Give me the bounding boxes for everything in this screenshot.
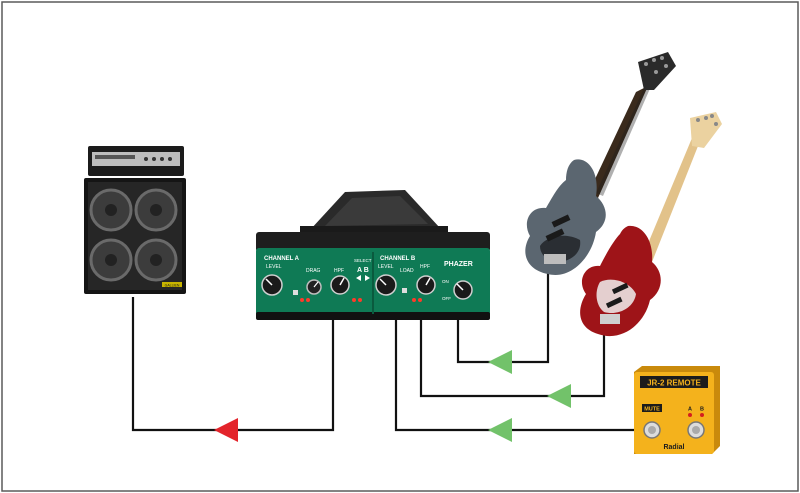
arrow-input-bass (488, 350, 512, 374)
led-a (300, 298, 304, 302)
hpf-a-label: HPF (334, 268, 344, 274)
hpf-b-knob[interactable] (416, 275, 436, 295)
remote-b-label: B (700, 407, 704, 413)
select-label: SELECT (354, 258, 372, 263)
load-switch[interactable] (402, 288, 407, 293)
led-b4 (418, 298, 422, 302)
bass-guitar (525, 52, 676, 275)
arrow-output-red (214, 418, 238, 442)
led-b (352, 298, 356, 302)
ab-footswitch-button[interactable] (687, 421, 705, 439)
jr2-remote-footswitch: JR-2 REMOTE MUTE A B Radial (634, 366, 720, 454)
channel-b-label: CHANNEL B (380, 256, 416, 262)
arrow-input-jazz (547, 384, 571, 408)
drag-switch[interactable] (293, 290, 298, 295)
amp-brand-label: GALLIEN (165, 284, 180, 288)
led-b3 (412, 298, 416, 302)
remote-mute-label: MUTE (644, 407, 660, 413)
remote-led-a (688, 413, 692, 417)
remote-led-b (700, 413, 704, 417)
output-knob[interactable] (453, 280, 473, 300)
drag-knob[interactable] (306, 279, 322, 295)
level-b-label: LEVEL (378, 264, 394, 270)
level-a-label: LEVEL (266, 264, 282, 270)
hpf-b-label: HPF (420, 264, 430, 270)
mute-footswitch-button[interactable] (643, 421, 661, 439)
led-a2 (306, 298, 310, 302)
select-left-arrow-icon (356, 275, 361, 281)
arrow-input-remote (488, 418, 512, 442)
load-label: LOAD (400, 268, 414, 274)
cable-remote (394, 318, 637, 432)
phazer-brand-label: PHAZER (444, 261, 473, 268)
level-b-knob[interactable] (375, 274, 397, 296)
remote-title: JR-2 REMOTE (647, 379, 701, 388)
led-b2 (358, 298, 362, 302)
channel-a-label: CHANNEL A (264, 256, 300, 262)
phazer-di-box: CHANNEL A CHANNEL B LEVEL DRAG HPF SELEC… (256, 190, 490, 320)
off-label: OFF (442, 296, 451, 301)
select-right-arrow-icon (365, 275, 370, 281)
cable-jazz-bass (419, 318, 606, 398)
speaker-cones (89, 188, 178, 282)
jazz-bass (580, 112, 722, 337)
drag-label: DRAG (306, 268, 321, 274)
level-a-knob[interactable] (261, 274, 283, 296)
hpf-a-knob[interactable] (330, 275, 350, 295)
remote-brand-label: Radial (663, 444, 684, 451)
bass-amp: GALLIEN (84, 146, 186, 294)
remote-a-label: A (688, 407, 692, 413)
select-ab-label: A B (357, 267, 369, 274)
on-label: ON (442, 279, 449, 284)
